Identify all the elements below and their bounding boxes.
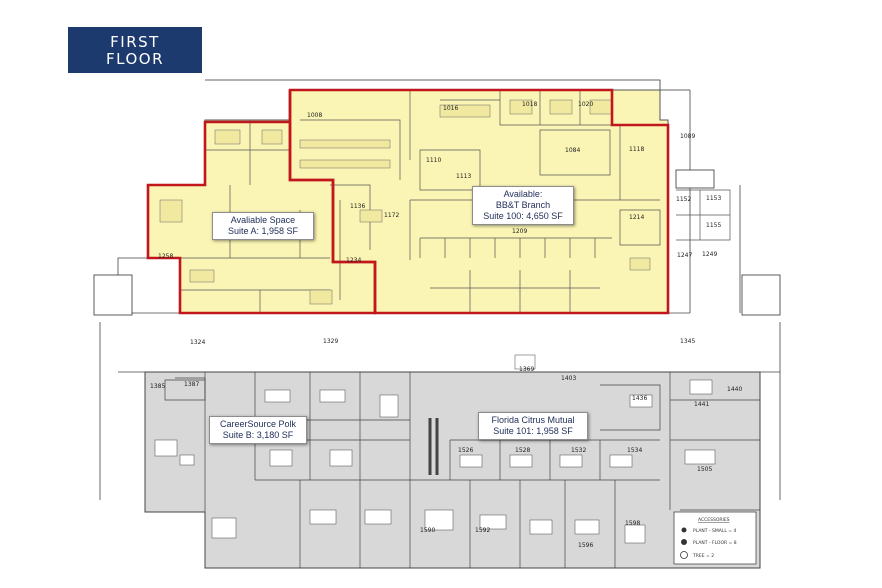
suite-b-label: CareerSource Polk Suite B: 3,180 SF (209, 416, 307, 444)
room-1441: 1441 (694, 401, 709, 408)
suite-a-size: Suite A: 1,958 SF (227, 226, 299, 236)
room-1440: 1440 (727, 386, 742, 393)
room-1113: 1113 (456, 173, 471, 180)
legend-item-3: TREE = 2 (692, 553, 714, 559)
room-1155: 1155 (706, 222, 721, 229)
occupied-partitions (164, 372, 760, 568)
suite-100-label: Available: BB&T Branch Suite 100: 4,650 … (472, 186, 574, 225)
room-1526: 1526 (458, 447, 473, 454)
stairwells (93, 169, 781, 316)
floor-title-line2: FLOOR (106, 50, 164, 68)
room-1592: 1592 (475, 527, 490, 534)
room-1153: 1153 (706, 195, 721, 202)
room-1152: 1152 (676, 196, 691, 203)
suite-b-name: CareerSource Polk (219, 419, 297, 429)
room-1089: 1089 (680, 133, 695, 140)
room-1345: 1345 (680, 338, 695, 345)
room-1596: 1596 (578, 542, 593, 549)
room-1598: 1598 (625, 520, 640, 527)
room-1118: 1118 (629, 146, 644, 153)
legend-item-1: PLANT - SMALL = 4 (693, 528, 736, 534)
occupied-area (144, 371, 761, 569)
plant-small-icon (681, 527, 687, 533)
floor-title-line1: FIRST (110, 33, 160, 51)
occupied-furniture (154, 354, 716, 544)
room-1329: 1329 (323, 338, 338, 345)
room-1436: 1436 (632, 395, 647, 402)
room-1018: 1018 (522, 101, 537, 108)
room-1172: 1172 (384, 212, 399, 219)
room-1532: 1532 (571, 447, 586, 454)
room-1534: 1534 (627, 447, 642, 454)
floor-title-badge: FIRST FLOOR (68, 27, 202, 73)
room-1136: 1136 (350, 203, 365, 210)
plant-floor-icon (681, 539, 687, 545)
room-1324: 1324 (190, 339, 205, 346)
suite-100-outline (288, 88, 670, 315)
room-1258: 1258 (158, 253, 173, 260)
suite-a-label: Avaliable Space Suite A: 1,958 SF (212, 212, 314, 240)
tree-icon (680, 551, 688, 559)
suite-101-label: Florida Citrus Mutual Suite 101: 1,958 S… (478, 412, 588, 440)
bookshelves (428, 418, 439, 475)
suite-b-size: Suite B: 3,180 SF (222, 430, 294, 440)
exterior-wall-line (205, 79, 690, 91)
room-1016: 1016 (443, 105, 458, 112)
room-1110: 1110 (426, 157, 441, 164)
available-furniture (159, 99, 651, 305)
legend-title: ACCESSORIES (698, 517, 730, 523)
room-1403: 1403 (561, 375, 576, 382)
suite-a-name: Avaliable Space (230, 215, 296, 225)
suite-100-size: Suite 100: 4,650 SF (483, 211, 563, 221)
room-1234: 1234 (346, 257, 361, 264)
available-area (147, 89, 669, 314)
room-1020: 1020 (578, 101, 593, 108)
room-1008: 1008 (307, 112, 322, 119)
room-1214: 1214 (629, 214, 644, 221)
suite-101-size: Suite 101: 1,958 SF (493, 426, 573, 436)
suite-101-name: Florida Citrus Mutual (491, 415, 575, 425)
room-numbers: 1008 1016 1018 1020 1118 1110 1113 1084 … (150, 101, 742, 549)
room-1528: 1528 (515, 447, 530, 454)
room-1590: 1590 (420, 527, 435, 534)
suite-100-status: Available: (503, 189, 543, 199)
room-1209: 1209 (512, 228, 527, 235)
room-1369: 1369 (519, 366, 534, 373)
room-1387: 1387 (184, 381, 199, 388)
room-1505: 1505 (697, 466, 712, 473)
room-1385: 1385 (150, 383, 165, 390)
room-1247: 1247 (677, 252, 692, 259)
accessories-legend: ACCESSORIES PLANT - SMALL = 4 PLANT - FL… (673, 511, 757, 565)
legend-item-2: PLANT - FLOOR = 8 (693, 540, 737, 546)
suite-100-name: BB&T Branch (495, 200, 551, 210)
room-1084: 1084 (565, 147, 580, 154)
room-1249: 1249 (702, 251, 717, 258)
